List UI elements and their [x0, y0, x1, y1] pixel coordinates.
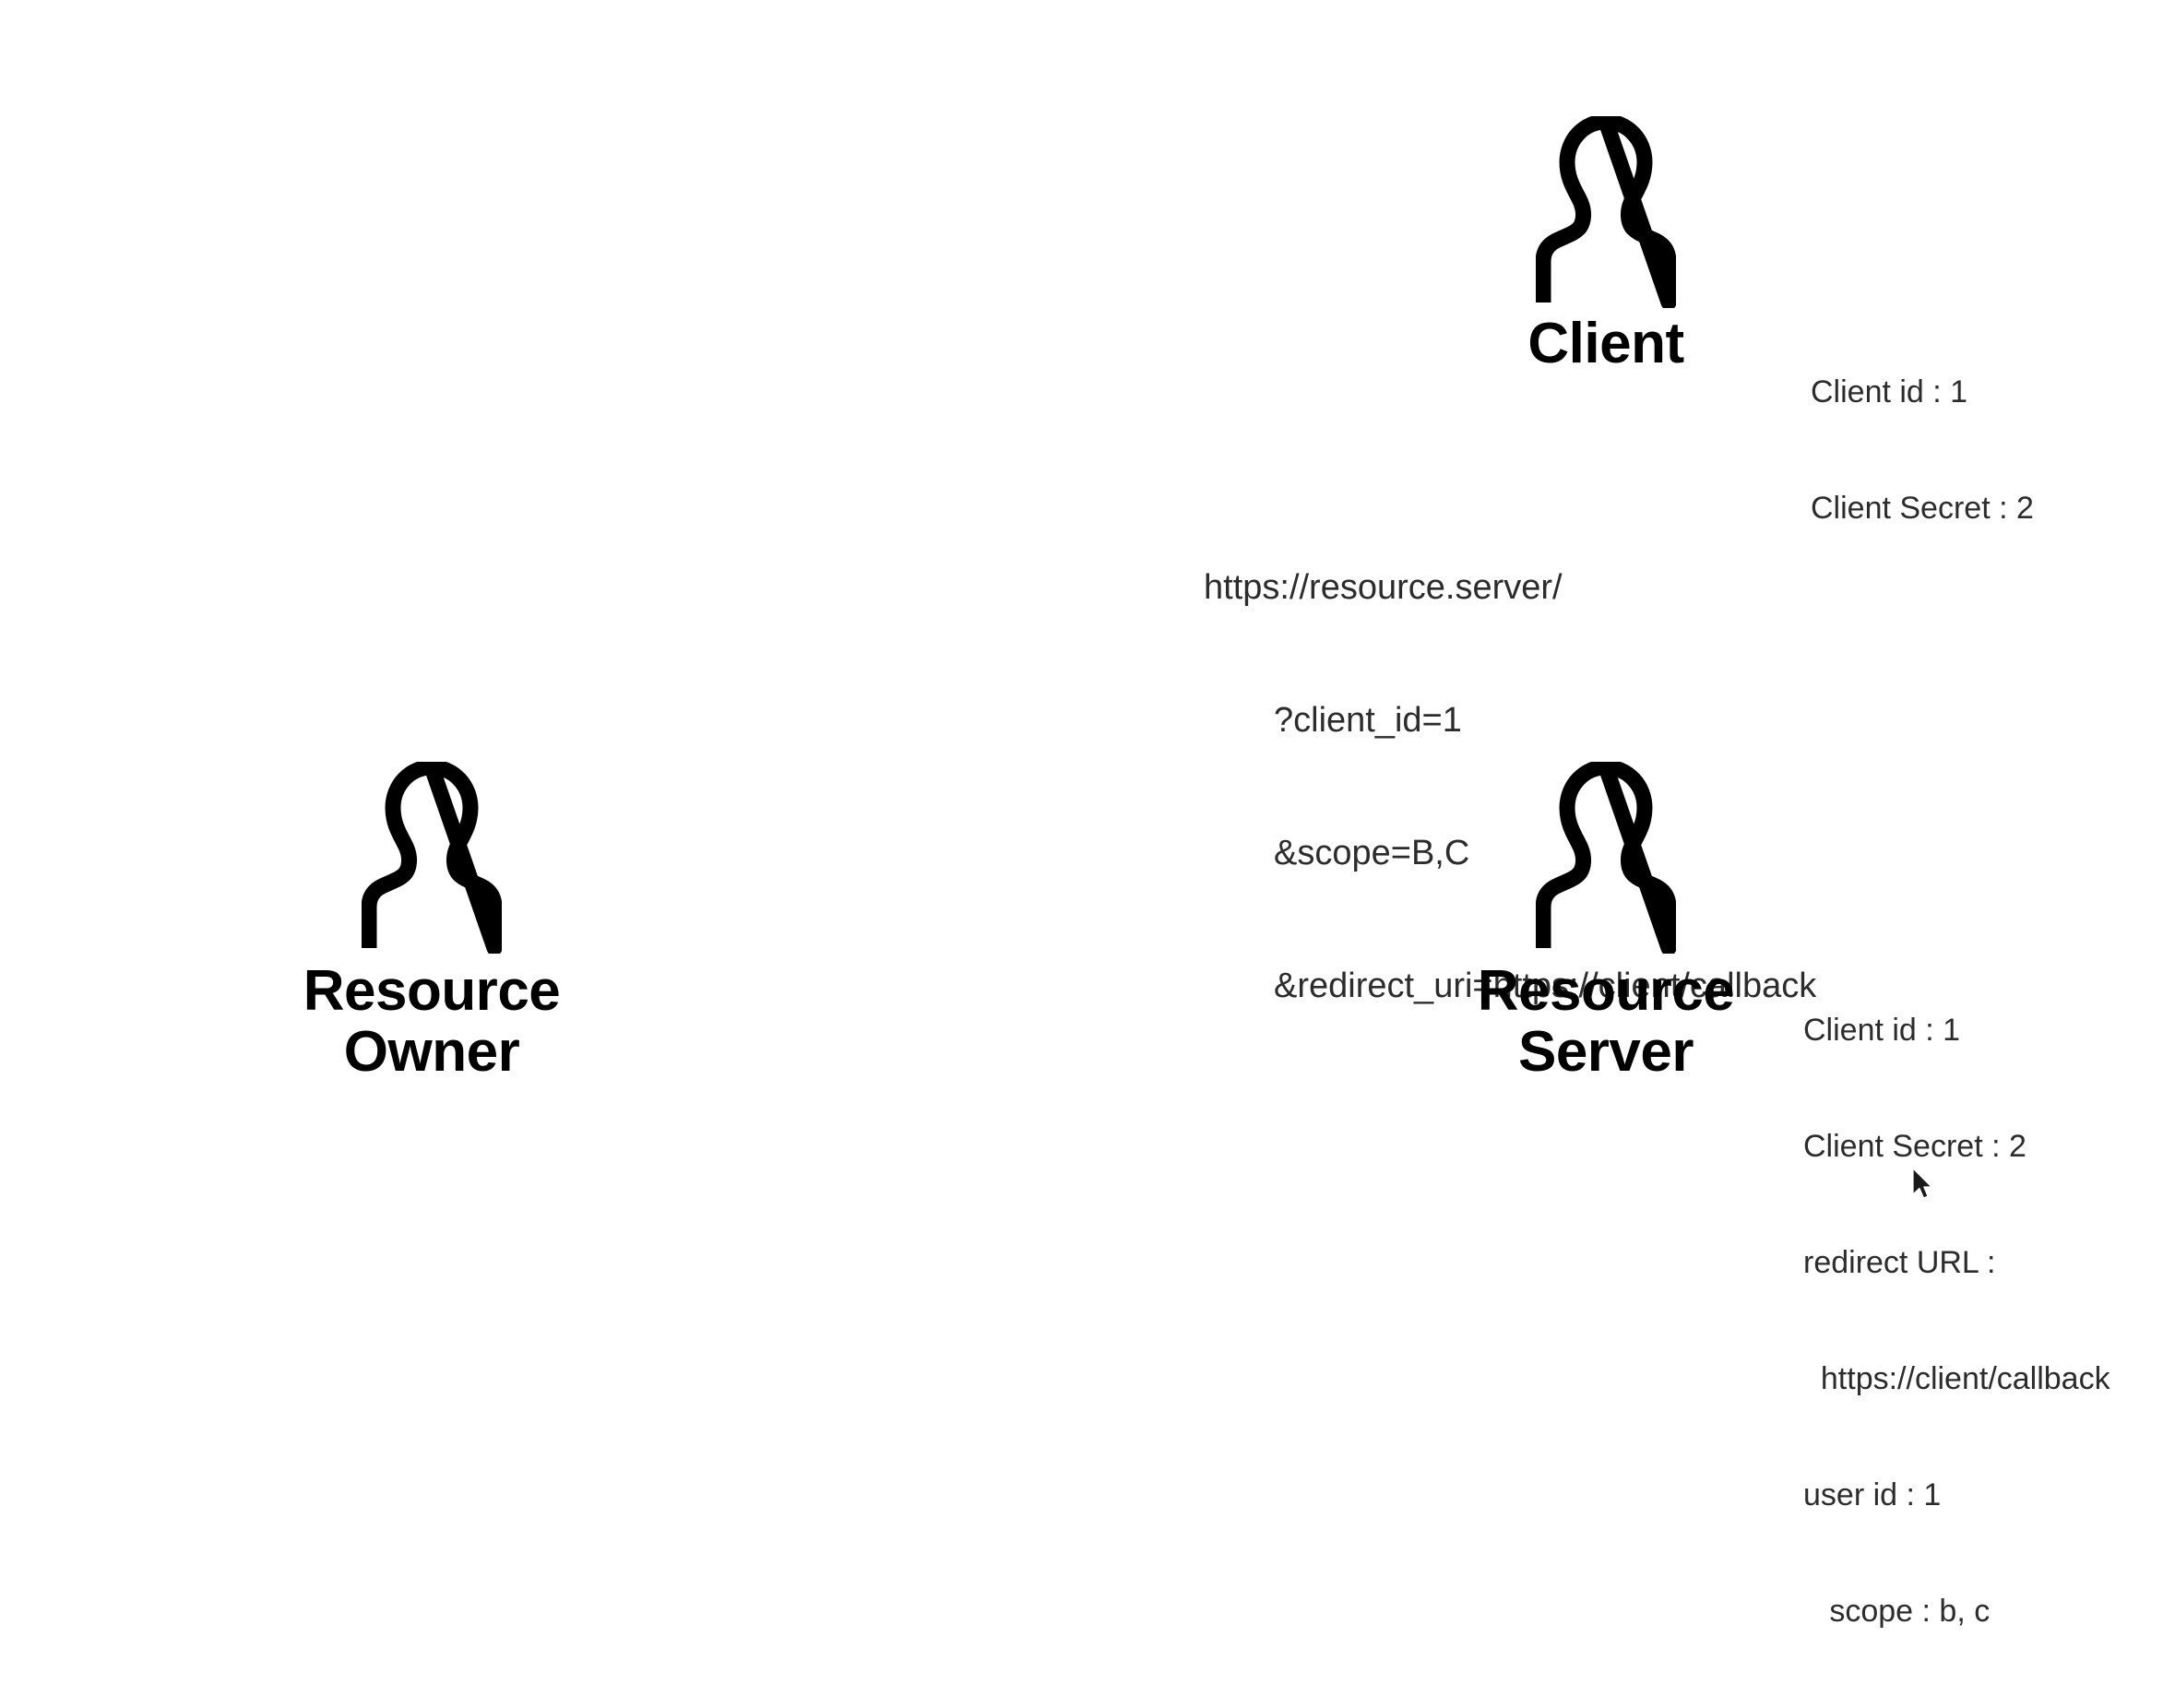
actor-client: Client — [1517, 116, 1694, 374]
person-icon — [1517, 116, 1694, 308]
url-line-redirect-uri: &redirect_uri=https://client/callback — [1274, 967, 1817, 1005]
server-detail-line-client-secret: Client Secret : 2 — [1803, 1129, 2026, 1164]
client-credentials-block: Client id : 1 Client Secret : 2 — [1811, 295, 2034, 605]
server-details-block: Client id : 1 Client Secret : 2 redirect… — [1803, 933, 2110, 1708]
actor-resource-owner-label: Resource Owner — [303, 959, 561, 1084]
server-detail-line-scope: scope : b, c — [1803, 1594, 1991, 1629]
url-line-base: https://resource.server/ — [1204, 568, 1563, 607]
actor-resource-server: Resource Server — [1478, 762, 1735, 1082]
client-credential-line-client-id: Client id : 1 — [1811, 374, 1968, 409]
diagram-canvas: Client Client id : 1 Client Secret : 2 h… — [303, 116, 2110, 1629]
server-detail-line-redirect-url-value: https://client/callback — [1803, 1361, 2110, 1396]
client-credential-line-client-secret: Client Secret : 2 — [1811, 491, 2034, 526]
person-icon — [343, 762, 520, 954]
url-line-client-id: ?client_id=1 — [1274, 701, 1462, 740]
person-icon — [1517, 762, 1694, 954]
auth-request-url-block: https://resource.server/ ?client_id=1 &s… — [1204, 477, 1816, 1097]
server-detail-line-user-id: user id : 1 — [1803, 1477, 1942, 1512]
actor-client-label: Client — [1527, 312, 1684, 375]
actor-resource-server-label: Resource Server — [1477, 959, 1735, 1084]
server-detail-line-client-id: Client id : 1 — [1803, 1013, 1961, 1048]
url-line-scope: &scope=B,C — [1274, 834, 1470, 872]
actor-resource-owner: Resource Owner — [303, 762, 561, 1082]
server-detail-line-redirect-url-label: redirect URL : — [1803, 1245, 1996, 1280]
